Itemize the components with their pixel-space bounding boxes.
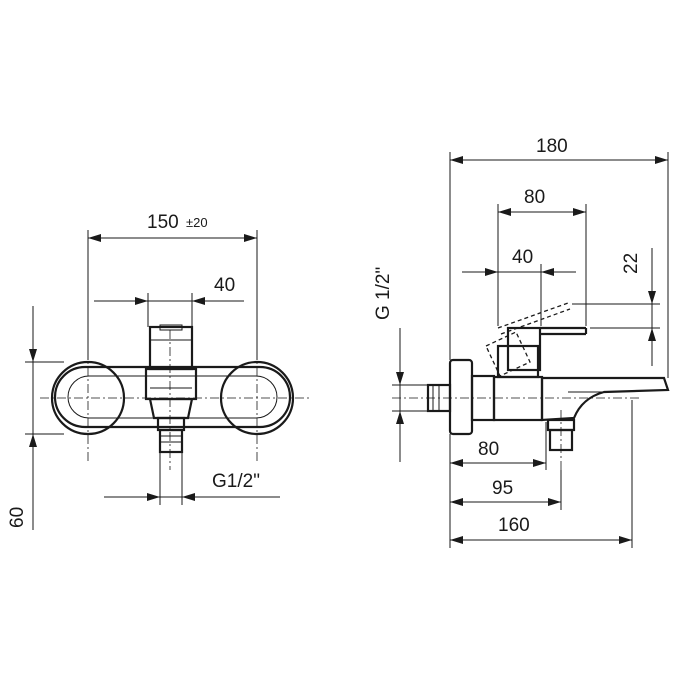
side-view: 180 80 40 22 G 1/2" 80: [373, 136, 670, 548]
mixer-body: [53, 365, 292, 429]
dim-gv-label: G 1/2": [373, 267, 394, 320]
shower-connector-nut: [156, 416, 186, 432]
dim-80-lever-arrow-left: [498, 208, 511, 216]
dim-95-arrow-right: [548, 498, 561, 506]
dim-22-label: 22: [621, 253, 642, 274]
dim-40-label: 40: [214, 275, 235, 296]
side-wall-flange: [448, 358, 474, 436]
dim-40-arrow-right: [192, 297, 205, 305]
dim-gv-arrow-bottom: [396, 411, 404, 424]
dim-22-arrow-bottom: [648, 328, 656, 341]
dim-95-label: 95: [492, 478, 513, 499]
dim-22-arrow-top: [648, 291, 656, 304]
spout-outlet-front: [148, 397, 194, 420]
dim-160-arrow-left: [450, 536, 463, 544]
side-lever-raised-line-1: [497, 302, 569, 329]
side-lever-raised-block: [485, 331, 531, 377]
dim-180-arrow-left: [450, 156, 463, 164]
dim-150-tolerance: ±20: [186, 215, 208, 230]
dim-80-outlet-arrow-right: [533, 459, 546, 467]
lever-block: [148, 325, 194, 371]
dim-80-lever-label: 80: [524, 187, 545, 208]
lever-cap: [159, 324, 183, 331]
dim-40-side-arrow-left: [485, 268, 498, 276]
dim-80-lever-arrow-right: [573, 208, 586, 216]
dim-60-arrow-bottom: [29, 434, 37, 447]
side-lever-raised-line-2: [500, 308, 571, 335]
dim-thread-arrow-left: [147, 493, 160, 501]
dim-thread-label: G1/2": [212, 471, 260, 492]
dim-80-outlet-arrow-left: [450, 459, 463, 467]
diverter-housing: [144, 367, 198, 401]
dim-40-side-arrow-right: [541, 268, 554, 276]
dim-40-side-label: 40: [512, 247, 533, 268]
dim-180-arrow-right: [655, 156, 668, 164]
dim-160-arrow-right: [619, 536, 632, 544]
dim-150-label: 150: [147, 212, 179, 233]
side-spout: [540, 376, 670, 422]
dim-150-arrow-right: [244, 234, 257, 242]
left-wall-flange: [50, 360, 126, 436]
dim-40-arrow-left: [135, 297, 148, 305]
side-body-main: [492, 375, 544, 422]
mixer-body-inner-outline: [67, 375, 278, 419]
dim-80-outlet-label: 80: [478, 439, 499, 460]
dim-150-arrow-left: [88, 234, 101, 242]
dim-60-arrow-top: [29, 349, 37, 362]
dim-thread-arrow-right: [182, 493, 195, 501]
dim-60-label: 60: [7, 507, 28, 528]
dim-180-label: 180: [536, 136, 568, 157]
side-lever-block: [506, 326, 542, 372]
shower-connector-thread: [158, 428, 184, 454]
dim-gv-arrow-top: [396, 372, 404, 385]
dim-160-label: 160: [498, 515, 530, 536]
side-cartridge: [496, 344, 540, 379]
dim-95-arrow-left: [450, 498, 463, 506]
right-wall-flange: [219, 360, 295, 436]
front-view: 150 ±20 40 G1/2" 60: [7, 212, 310, 530]
